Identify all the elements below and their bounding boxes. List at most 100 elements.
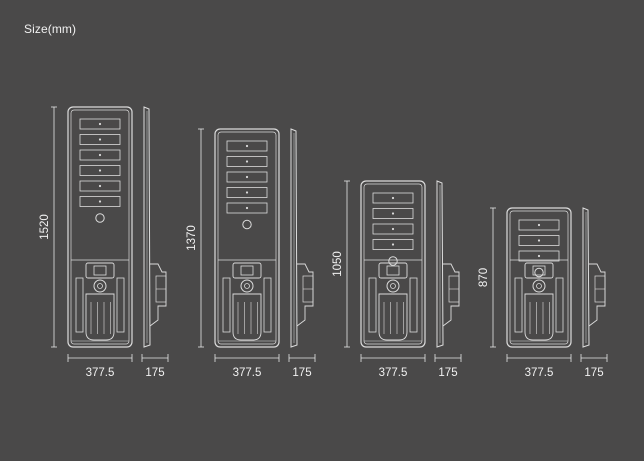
width-label: 377.5 [86, 367, 115, 379]
panel-slot [79, 196, 121, 207]
rail-right [263, 277, 272, 333]
sensor-icon [534, 267, 544, 278]
rail-right [409, 277, 418, 333]
panel-slot [79, 165, 121, 176]
rail-left [368, 277, 377, 333]
lamp-side-profile [582, 207, 590, 348]
panel-slot [372, 192, 414, 204]
lamp-front-inner [217, 131, 277, 345]
panel-led-dot [391, 227, 395, 231]
width-label: 377.5 [525, 367, 554, 379]
mount-window [240, 265, 254, 276]
panel-led-dot [98, 200, 102, 203]
lamp-front-inner [363, 183, 423, 345]
mount-plate [232, 262, 262, 279]
panel-slot [372, 223, 414, 235]
panel-led-dot [391, 212, 395, 215]
panel-slot [226, 156, 268, 167]
panel-led-dot [391, 196, 395, 200]
panel-slot [79, 118, 121, 130]
mount-plate [524, 262, 554, 279]
panel-led-dot [537, 254, 541, 258]
width-label: 377.5 [379, 367, 408, 379]
panel-led-dot [98, 153, 102, 157]
side-bracket [588, 263, 606, 327]
lamp-model-4: 870 377.5 175 [478, 207, 608, 379]
pole-clamp-icon [240, 279, 254, 293]
battery-housing [85, 293, 115, 341]
panel-slot [79, 134, 121, 145]
panel-slot [79, 149, 121, 161]
panel-slot [226, 187, 268, 198]
panel-led-dot [98, 138, 102, 141]
sensor-icon [388, 256, 398, 266]
depth-label: 175 [438, 367, 457, 379]
lamp-front-outline [67, 106, 133, 348]
panel-led-dot [245, 175, 249, 179]
panel-led-dot [245, 206, 249, 210]
pole-clamp-core [244, 283, 250, 289]
panel-led-dot [245, 144, 249, 148]
sensor-icon [242, 219, 252, 230]
panel-slot [518, 235, 560, 246]
mount-window [386, 265, 400, 276]
mount-window [93, 265, 107, 276]
panel-slot [372, 208, 414, 219]
lamp-front-inner [509, 210, 569, 345]
side-bracket [296, 263, 314, 327]
depth-label: 175 [292, 367, 311, 379]
lamp-side-profile [143, 106, 151, 348]
side-bracket [149, 263, 167, 327]
pole-clamp-icon [386, 279, 400, 293]
panel-led-dot [98, 169, 102, 172]
panel-led-dot [245, 191, 249, 194]
height-label: 1520 [39, 214, 51, 240]
mount-window [532, 265, 546, 276]
lamp-front-outline [360, 180, 426, 348]
panel-slot [79, 180, 121, 192]
rail-left [514, 277, 523, 333]
panel-led-dot [537, 223, 541, 227]
rail-right [116, 277, 125, 333]
panel-led-dot [98, 122, 102, 126]
sensor-icon [95, 213, 105, 223]
mount-plate [85, 262, 115, 279]
height-label: 1370 [186, 225, 198, 251]
page-title: Size(mm) [24, 22, 77, 36]
panel-led-dot [245, 160, 249, 163]
battery-housing [378, 293, 408, 341]
battery-housing [232, 293, 262, 341]
mount-plate [378, 262, 408, 279]
panel-led-dot [98, 184, 102, 188]
battery-housing [524, 293, 554, 341]
lamp-side-profile [290, 128, 298, 348]
depth-label: 175 [145, 367, 164, 379]
rail-right [555, 277, 564, 333]
panel-slot [226, 140, 268, 152]
lamp-front-inner [70, 109, 130, 345]
lamp-front-outline [214, 128, 280, 348]
lamp-model-1: 1520 377.5 175 [39, 106, 169, 379]
lamp-model-2: 1370 377.5 175 [186, 128, 316, 379]
pole-clamp-core [390, 283, 396, 289]
height-label: 1050 [332, 251, 344, 277]
width-label: 377.5 [233, 367, 262, 379]
panel-slot [518, 250, 560, 262]
lamp-model-3: 1050 377.5 175 [332, 180, 462, 379]
pole-clamp-icon [532, 279, 546, 293]
panel-slot [226, 171, 268, 183]
panel-led-dot [537, 239, 541, 242]
lamp-side-profile [436, 180, 444, 348]
lamp-front-outline [506, 207, 572, 348]
pole-clamp-core [97, 283, 103, 289]
pole-clamp-core [536, 283, 542, 289]
height-label: 870 [478, 268, 490, 287]
rail-left [222, 277, 231, 333]
side-bracket [442, 263, 460, 327]
panel-led-dot [391, 243, 395, 246]
depth-label: 175 [584, 367, 603, 379]
pole-clamp-icon [93, 279, 107, 293]
panel-slot [372, 239, 414, 250]
rail-left [75, 277, 84, 333]
